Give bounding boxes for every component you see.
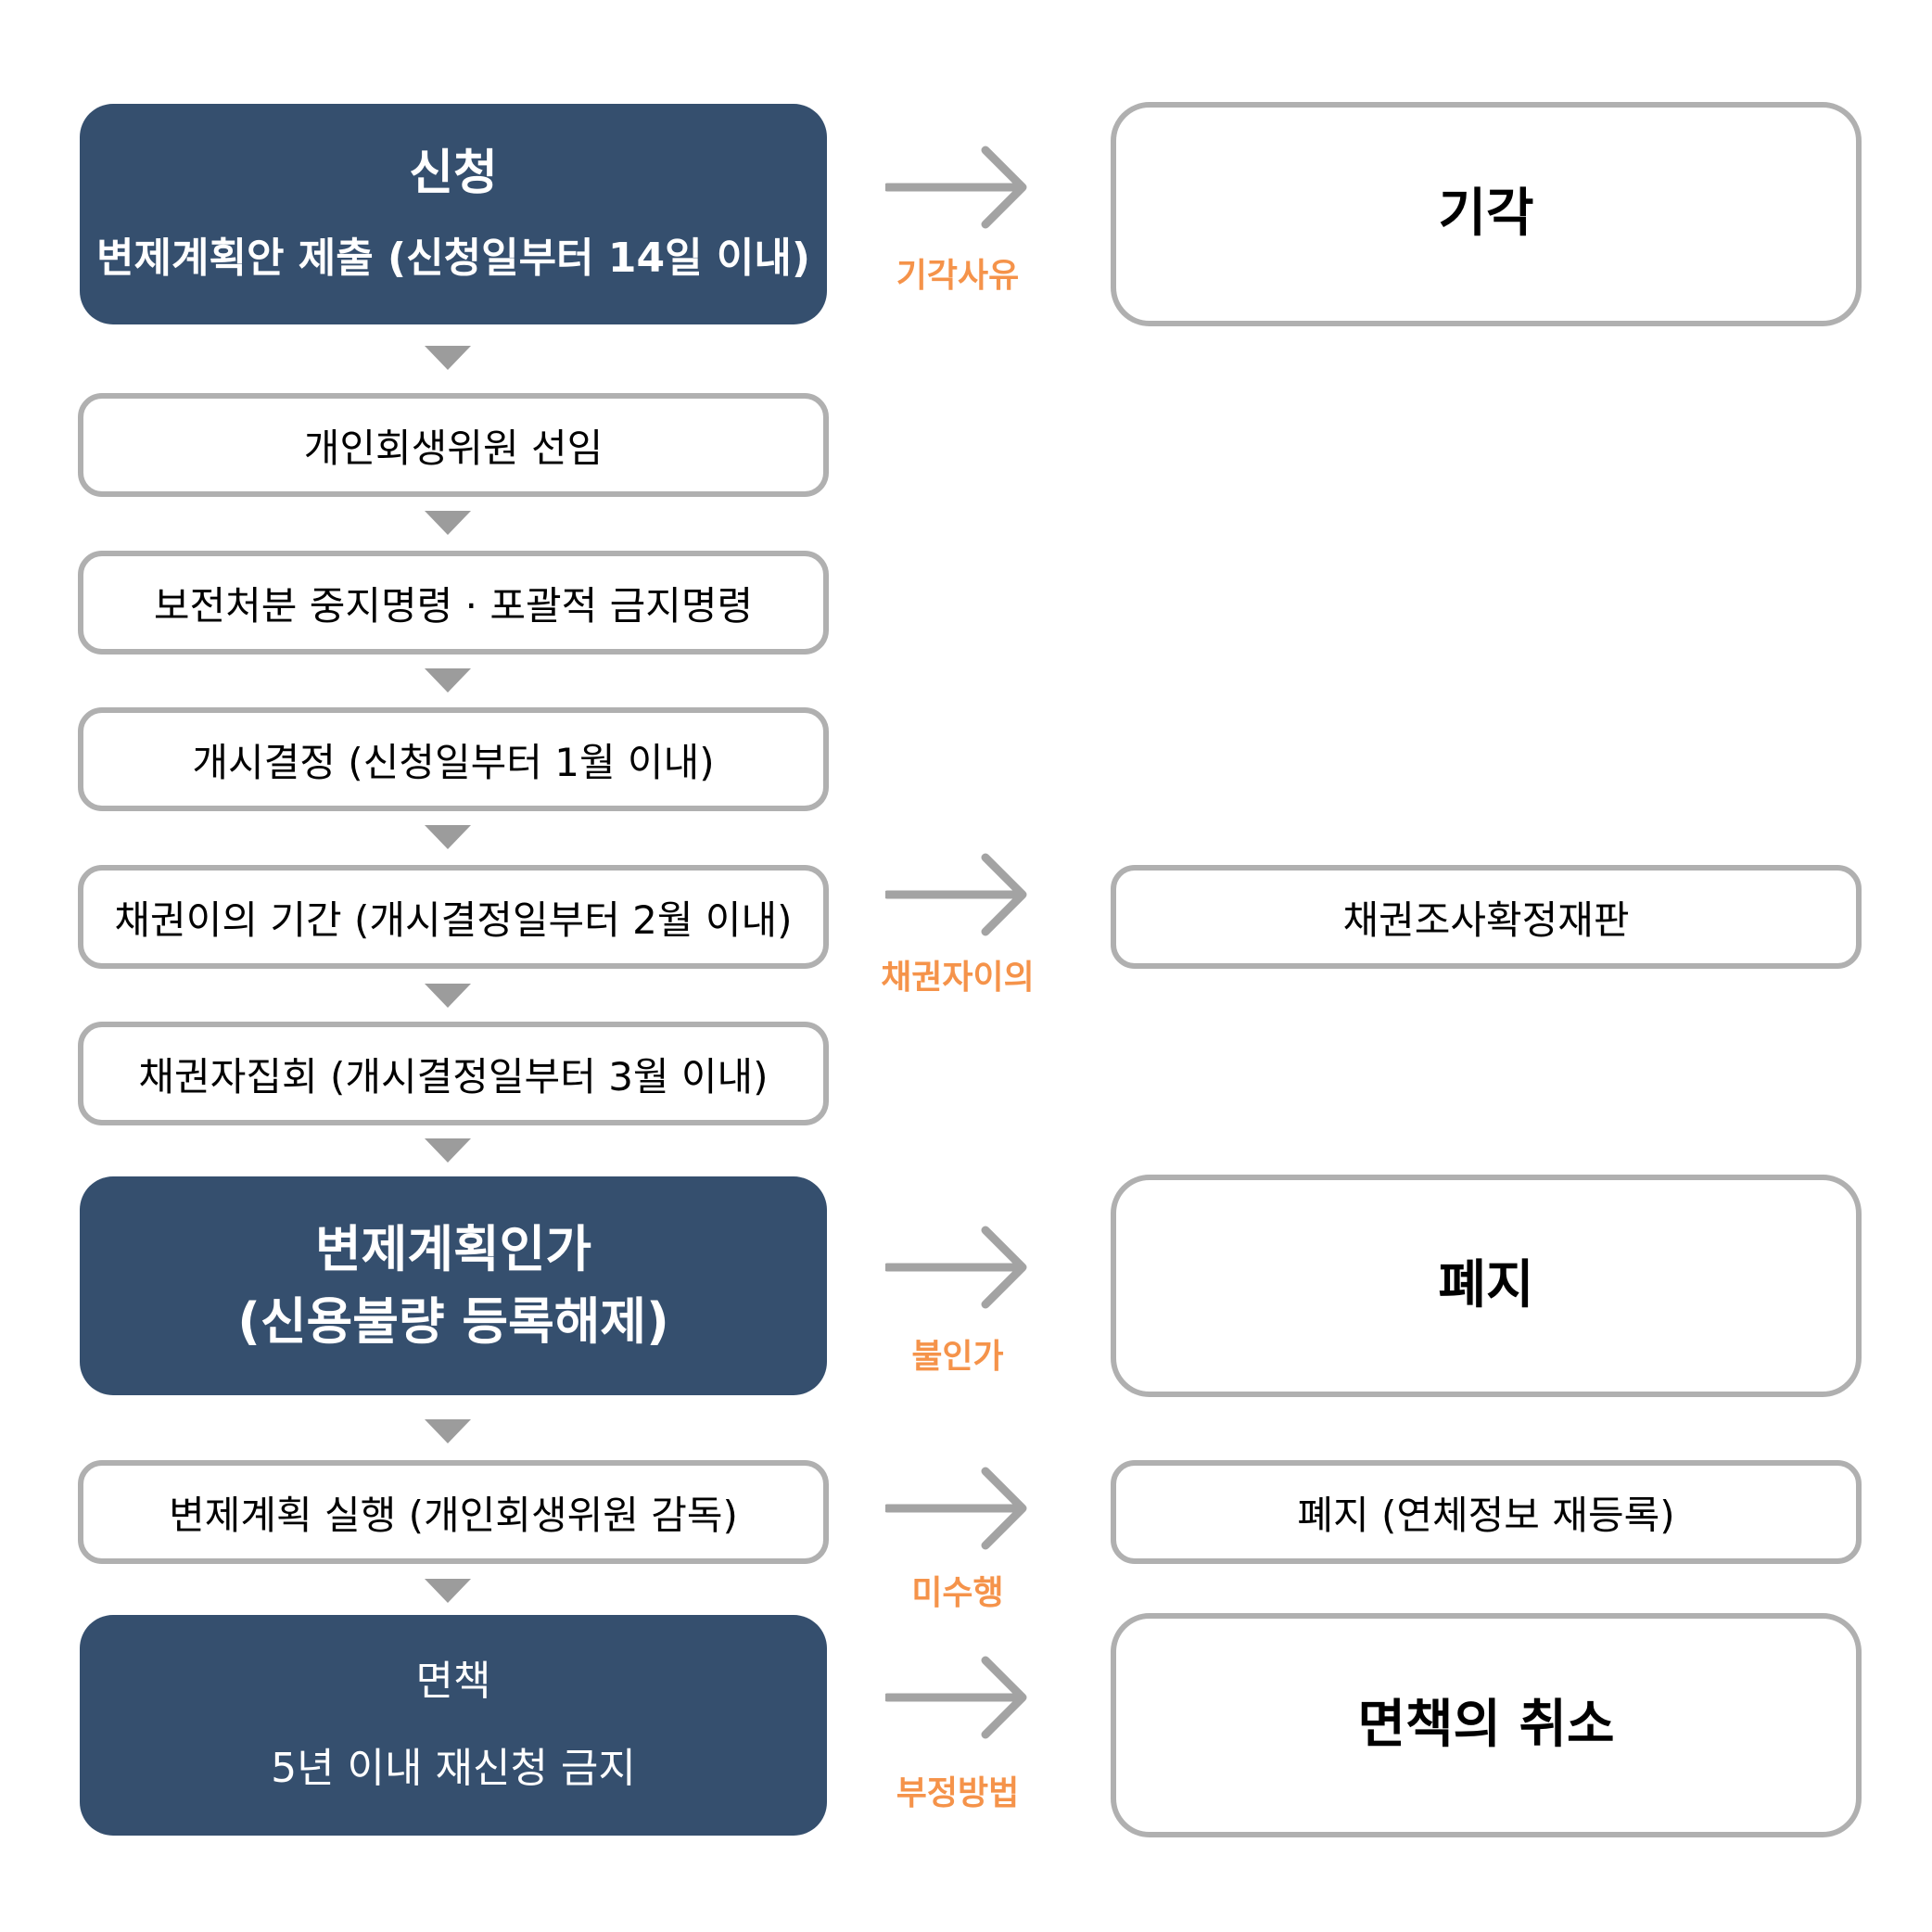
apply-subtitle: 변제계획안 제출 (신청일부터 14일 이내): [96, 235, 810, 282]
preservation-box: 보전처분 중지명령 · 포괄적 금지명령: [78, 551, 829, 655]
apply-title: 신청: [409, 146, 498, 201]
down-arrow-icon: [425, 668, 471, 693]
abolition-text: 폐지: [1438, 1254, 1534, 1316]
discharge-title: 면책: [415, 1658, 491, 1705]
apply-box: 신청 변제계획안 제출 (신청일부터 14일 이내): [80, 104, 827, 324]
down-arrow-icon: [425, 511, 471, 535]
discharge-cancel-text: 면책의 취소: [1357, 1694, 1615, 1755]
abolition-box: 폐지: [1111, 1175, 1862, 1397]
approval-line1: 변제계획인가: [314, 1219, 592, 1278]
non-performance-label: 미수행: [911, 1574, 1004, 1612]
right-arrow-icon: [885, 1467, 1027, 1550]
down-arrow-icon: [425, 984, 471, 1008]
commissioner-text: 개인회생위원 선임: [303, 425, 604, 471]
approval-box: 변제계획인가 (신용불량 등록해제): [80, 1176, 827, 1395]
discharge-cancel-box: 면책의 취소: [1111, 1613, 1862, 1837]
abolition-reregister-text: 폐지 (연체정보 재등록): [1297, 1492, 1675, 1538]
objection-period-box: 채권이의 기간 (개시결정일부터 2월 이내): [78, 865, 829, 969]
execution-box: 변제계획 실행 (개인회생위원 감독): [78, 1460, 829, 1564]
non-approval-label: 불인가: [911, 1338, 1004, 1376]
right-arrow-icon: [885, 1226, 1027, 1309]
execution-text: 변제계획 실행 (개인회생위원 감독): [169, 1492, 738, 1538]
objection-period-text: 채권이의 기간 (개시결정일부터 2월 이내): [114, 896, 793, 943]
approval-line2: (신용불량 등록해제): [237, 1292, 669, 1351]
claim-objection-label: 채권자이의: [881, 959, 1035, 997]
dismissal-box: 기각: [1111, 102, 1862, 326]
right-arrow-icon: [885, 1656, 1027, 1739]
right-arrow-icon: [885, 853, 1027, 936]
commissioner-box: 개인회생위원 선임: [78, 393, 829, 497]
discharge-subtitle: 5년 이내 재신청 금지: [271, 1745, 636, 1792]
creditors-meeting-text: 채권자집회 (개시결정일부터 3월 이내): [138, 1053, 769, 1099]
commencement-text: 개시결정 (신청일부터 1월 이내): [192, 739, 715, 785]
dismissal-condition-label: 기각사유: [896, 257, 1020, 295]
claim-trial-text: 채권조사확정재판: [1342, 896, 1630, 943]
creditors-meeting-box: 채권자집회 (개시결정일부터 3월 이내): [78, 1022, 829, 1125]
down-arrow-icon: [425, 825, 471, 849]
dismissal-text: 기각: [1438, 183, 1534, 244]
down-arrow-icon: [425, 1579, 471, 1603]
abolition-reregister-box: 폐지 (연체정보 재등록): [1111, 1460, 1862, 1564]
preservation-text: 보전처분 중지명령 · 포괄적 금지명령: [153, 582, 754, 629]
discharge-box: 면책 5년 이내 재신청 금지: [80, 1615, 827, 1836]
fraud-label: 부정방법: [896, 1774, 1020, 1812]
right-arrow-icon: [885, 146, 1027, 229]
down-arrow-icon: [425, 1138, 471, 1163]
down-arrow-icon: [425, 346, 471, 370]
down-arrow-icon: [425, 1419, 471, 1443]
commencement-box: 개시결정 (신청일부터 1월 이내): [78, 707, 829, 811]
claim-trial-box: 채권조사확정재판: [1111, 865, 1862, 969]
